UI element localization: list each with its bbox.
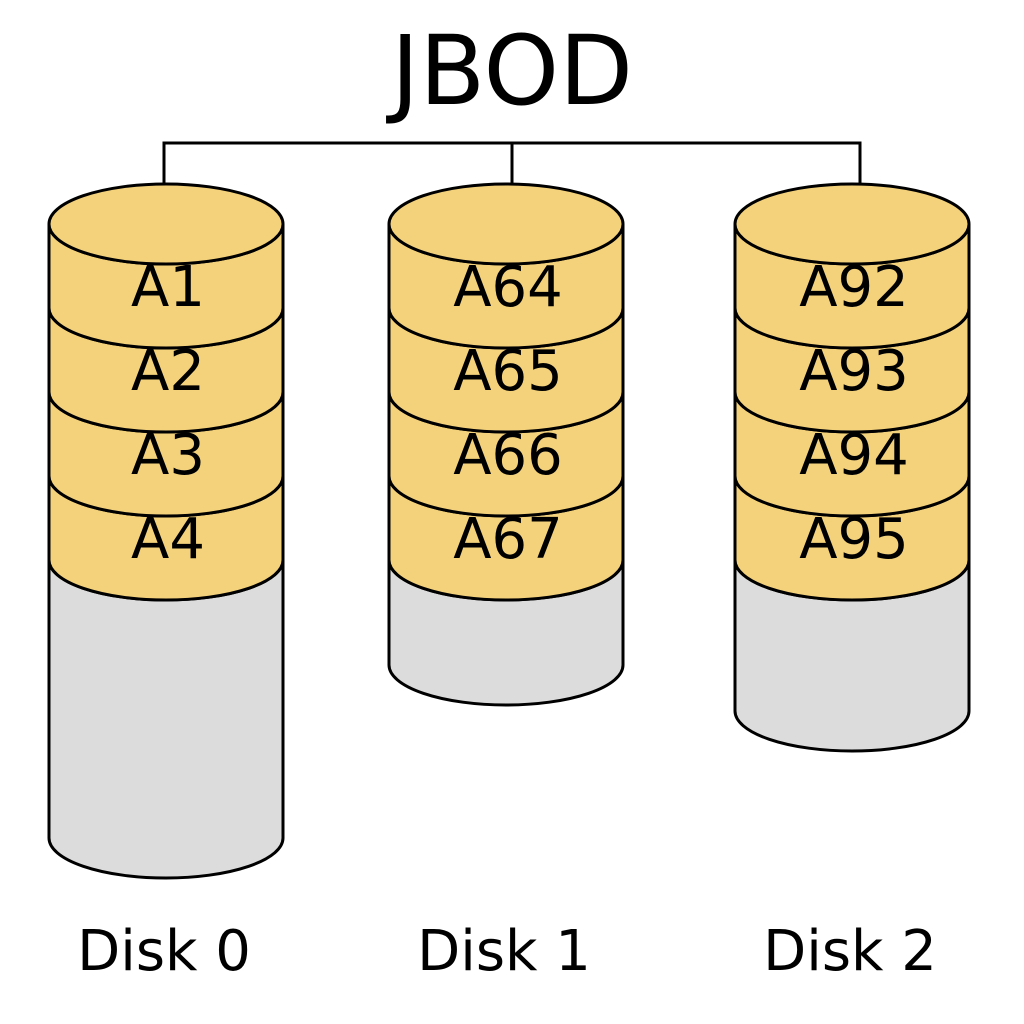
disk-2-block-3-label: A95	[799, 507, 909, 572]
disk-1-cylinder: A64 A65 A66 A67	[387, 182, 625, 707]
diagram-title: JBOD	[386, 15, 633, 127]
disk-0-block-2-label: A3	[131, 423, 205, 488]
disk-2-block-2-label: A94	[799, 423, 909, 488]
disk-1-label: Disk 1	[417, 919, 591, 984]
disk-1-block-1-label: A65	[453, 339, 563, 404]
disk-2-block-1-label: A93	[799, 339, 909, 404]
disk-2-block-0-label: A92	[799, 255, 909, 320]
disk-1-block-2-label: A66	[453, 423, 563, 488]
disk-1-block-0-label: A64	[453, 255, 563, 320]
disk-0-free-space	[47, 559, 285, 880]
disk-0-cylinder: A1 A2 A3 A4	[47, 182, 285, 880]
disk-0-block-0-label: A1	[131, 255, 205, 320]
disk-0-block-3-label: A4	[131, 507, 205, 572]
disk-0-label: Disk 0	[77, 919, 251, 984]
disk-1-top-cap	[387, 182, 625, 266]
disk-2-label: Disk 2	[763, 919, 937, 984]
disk-2-cylinder: A92 A93 A94 A95	[733, 182, 971, 753]
disk-0-top-cap	[47, 182, 285, 266]
disk-2-top-cap	[733, 182, 971, 266]
disk-1-block-3-label: A67	[453, 507, 563, 572]
disk-0-block-1-label: A2	[131, 339, 205, 404]
